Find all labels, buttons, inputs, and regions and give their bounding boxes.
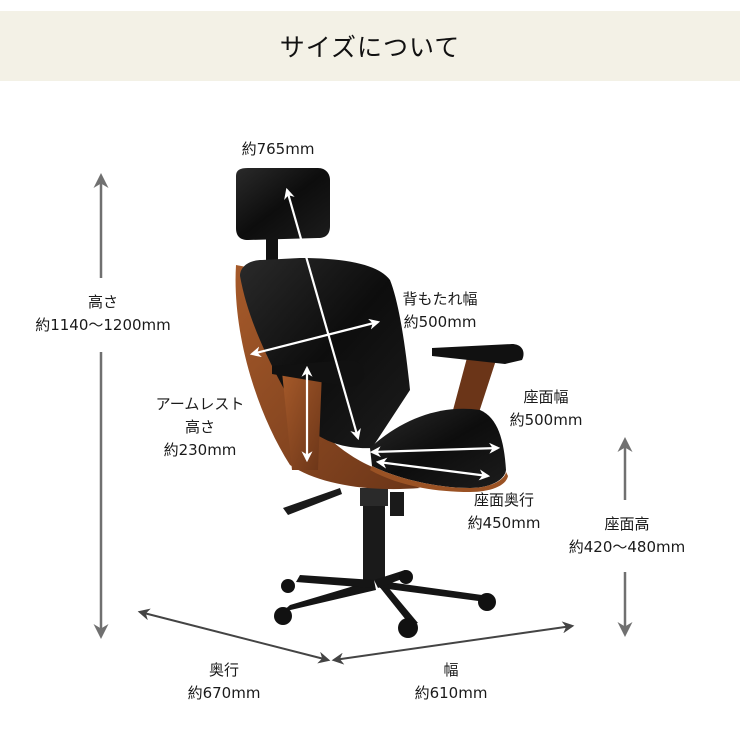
wood-shell (235, 265, 420, 490)
seat-width-label: 座面幅 約500mm (510, 386, 583, 432)
seat-depth-name: 座面奥行 (473, 491, 535, 509)
seat-height-label: 座面高 約420〜480mm (569, 513, 686, 559)
seat-height-name: 座面高 (604, 515, 650, 533)
width-name: 幅 (443, 661, 459, 679)
armrest-height-label: アームレスト 高さ 約230mm (156, 393, 245, 462)
depth-name: 奥行 (208, 661, 240, 679)
armrest-height-name-2: 高さ (184, 418, 215, 436)
headrest-height-label: 約765mm (242, 138, 315, 161)
headrest (236, 168, 330, 240)
right-armrest (432, 344, 524, 364)
headrest-height-value: 約765mm (241, 140, 315, 158)
overall-height-name: 高さ (87, 293, 119, 311)
seat-height-value: 約420〜480mm (568, 538, 686, 556)
overall-height-value: 約1140〜1200mm (35, 316, 171, 334)
backrest-width-name: 背もたれ幅 (402, 290, 478, 308)
header-banner: サイズについて (0, 11, 740, 81)
seat-depth-label: 座面奥行 約450mm (468, 489, 541, 535)
backrest-width-value: 約500mm (403, 313, 477, 331)
depth-label: 奥行 約670mm (188, 659, 261, 705)
seat-width-value: 約500mm (509, 411, 583, 429)
chair-measure-arrows (249, 187, 501, 481)
page-title: サイズについて (279, 33, 461, 62)
armrest-height-value: 約230mm (163, 441, 237, 459)
floor-arrows (137, 608, 575, 665)
width-label: 幅 約610mm (415, 659, 488, 705)
seat-width-name: 座面幅 (523, 388, 569, 406)
backrest-width-label: 背もたれ幅 約500mm (402, 288, 477, 334)
overall-height-label: 高さ 約1140〜1200mm (35, 291, 171, 337)
armrest-height-name-1: アームレスト (155, 395, 245, 413)
chair-base (274, 488, 496, 638)
width-value: 約610mm (414, 684, 488, 702)
seat-depth-value: 約450mm (467, 514, 541, 532)
depth-value: 約670mm (187, 684, 261, 702)
